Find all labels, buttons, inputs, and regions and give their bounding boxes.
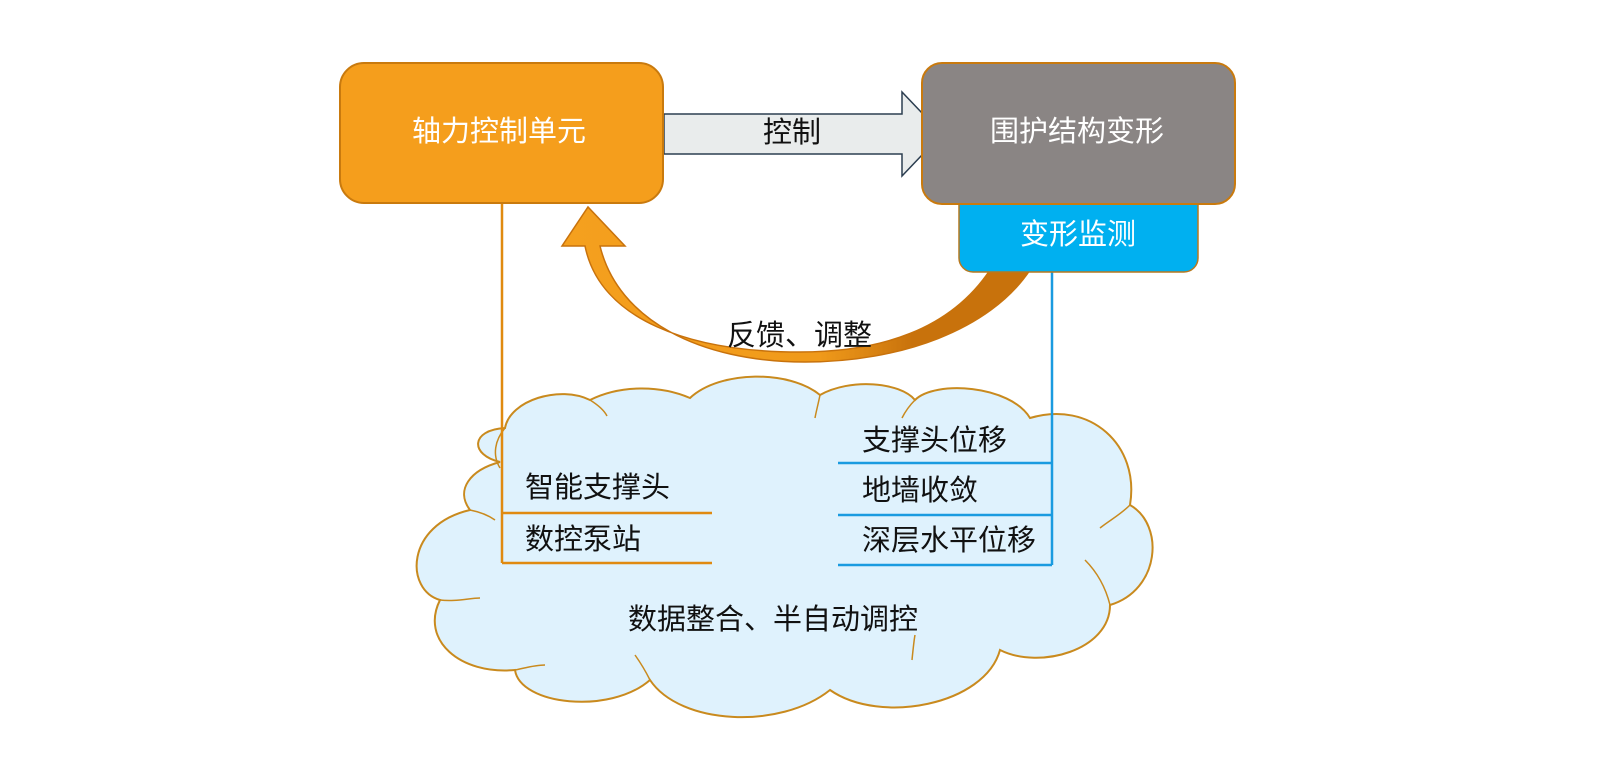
cloud-lobe-line bbox=[814, 394, 821, 419]
right-item-deep-horizontal-displacement: 深层水平位移 bbox=[862, 523, 1037, 557]
control-unit-box bbox=[339, 62, 664, 204]
structure-deformation-box bbox=[921, 62, 1236, 205]
cloud-lobe-line bbox=[911, 634, 916, 661]
structure-deformation-label: 围护结构变形 bbox=[990, 114, 1165, 148]
left-item-cnc-pump-station: 数控泵站 bbox=[525, 522, 642, 556]
deformation-monitoring-label: 变形监测 bbox=[1020, 217, 1137, 251]
cloud-lobe-line bbox=[589, 399, 608, 417]
right-item-wall-convergence: 地墙收敛 bbox=[862, 473, 979, 507]
right-item-support-head-displacement: 支撑头位移 bbox=[862, 423, 1008, 457]
feedback-arrow-label: 反馈、调整 bbox=[727, 318, 873, 352]
cloud-lobe-line bbox=[514, 664, 546, 671]
cloud-title: 数据整合、半自动调控 bbox=[628, 602, 919, 636]
cloud-lobe-line bbox=[1084, 559, 1111, 606]
cloud-lobe-line bbox=[469, 509, 496, 521]
left-item-smart-support-head: 智能支撑头 bbox=[525, 470, 671, 504]
cloud-lobe-line bbox=[634, 654, 651, 681]
cloud-lobe-line bbox=[901, 399, 916, 419]
cloud-lobe-line bbox=[1099, 504, 1131, 529]
control-unit-label: 轴力控制单元 bbox=[412, 114, 587, 148]
feedback-arrow bbox=[560, 205, 1032, 363]
cloud-lobe-line bbox=[439, 597, 481, 602]
control-arrow-label: 控制 bbox=[763, 115, 822, 149]
